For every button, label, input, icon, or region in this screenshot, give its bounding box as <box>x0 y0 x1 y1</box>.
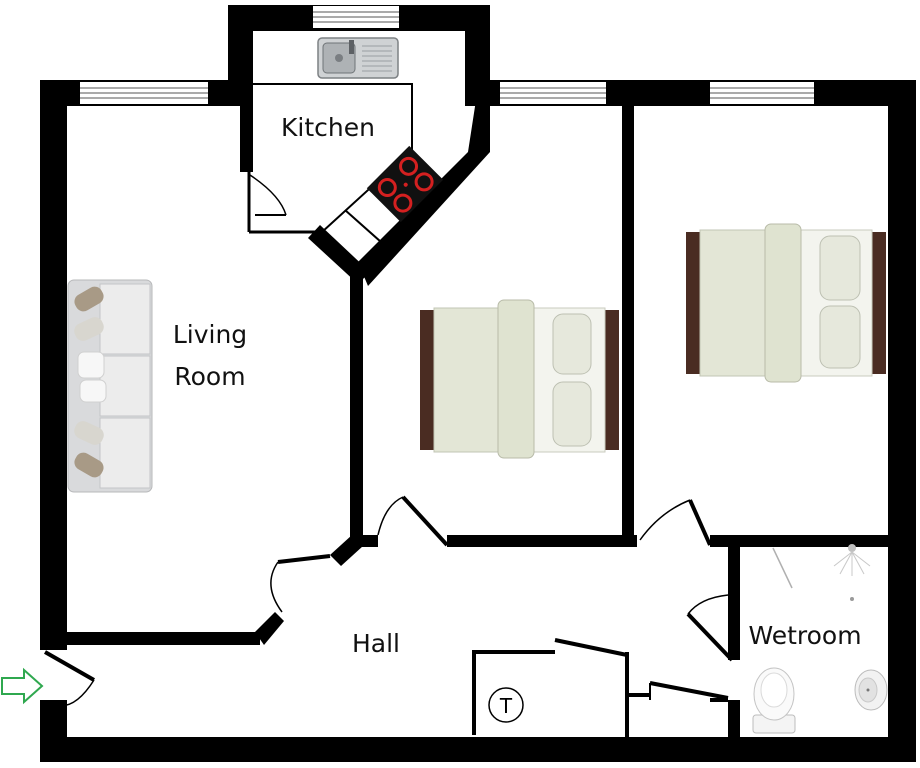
door-entrance <box>44 650 95 707</box>
wall-kitchen-diagonal-left <box>308 225 370 284</box>
wall-living-bottom <box>60 632 260 645</box>
double-bed-icon <box>686 223 886 383</box>
wall-living-corner <box>255 612 284 645</box>
door-living <box>270 554 331 613</box>
sink-icon <box>317 37 399 79</box>
kitchen-counter <box>250 83 413 233</box>
doors <box>44 174 734 707</box>
cupboard-symbol-label: T <box>499 694 513 718</box>
wall-outer-right <box>888 80 916 762</box>
room-label-kitchen: Kitchen <box>281 113 375 142</box>
sofa-icon <box>67 279 153 493</box>
room-label-wetroom: Wetroom <box>748 621 861 650</box>
hob-icon <box>366 145 444 223</box>
door-cupboard <box>554 638 628 657</box>
kitchen-counter-divider <box>344 209 391 251</box>
wall-kitchen-diagonal-right <box>358 100 490 286</box>
door-wetroom <box>686 594 734 662</box>
wall-wetroom-left-lower <box>728 700 740 742</box>
room-label-hall: Hall <box>352 629 400 658</box>
room-label-living-line1: Living <box>173 320 247 349</box>
door-store <box>649 681 729 700</box>
wall-hall-corner <box>330 535 363 566</box>
window-kitchen <box>313 6 399 28</box>
shower-icon <box>772 544 871 601</box>
cupboard-outline <box>472 650 555 735</box>
window-living <box>80 82 208 104</box>
basin-icon <box>854 669 888 711</box>
entry-arrow-icon <box>1 667 44 705</box>
wall-bedroom1-bedroom2 <box>622 100 634 540</box>
window-bedroom1 <box>500 82 606 104</box>
wall-living-bedroom1 <box>350 275 363 545</box>
wall-kitchen-partition <box>240 100 253 172</box>
wall-wetroom-left <box>728 540 740 660</box>
wall-outer-bottom <box>40 737 916 762</box>
room-label-living-line2: Room <box>174 362 245 391</box>
door-bedroom1 <box>377 495 449 547</box>
windows <box>80 6 814 104</box>
cupboard-symbol: T <box>488 687 524 723</box>
wall-outer-left <box>40 80 67 650</box>
wall-bedroom1-bottom-right <box>447 535 637 547</box>
window-bedroom2 <box>710 82 814 104</box>
toilet-icon <box>752 667 796 734</box>
door-bedroom2 <box>639 499 712 546</box>
wall-bedroom2-bottom <box>710 535 910 547</box>
double-bed-icon <box>420 299 619 459</box>
door-kitchen <box>249 174 287 216</box>
wall-bedroom1-bottom-left <box>355 535 378 547</box>
